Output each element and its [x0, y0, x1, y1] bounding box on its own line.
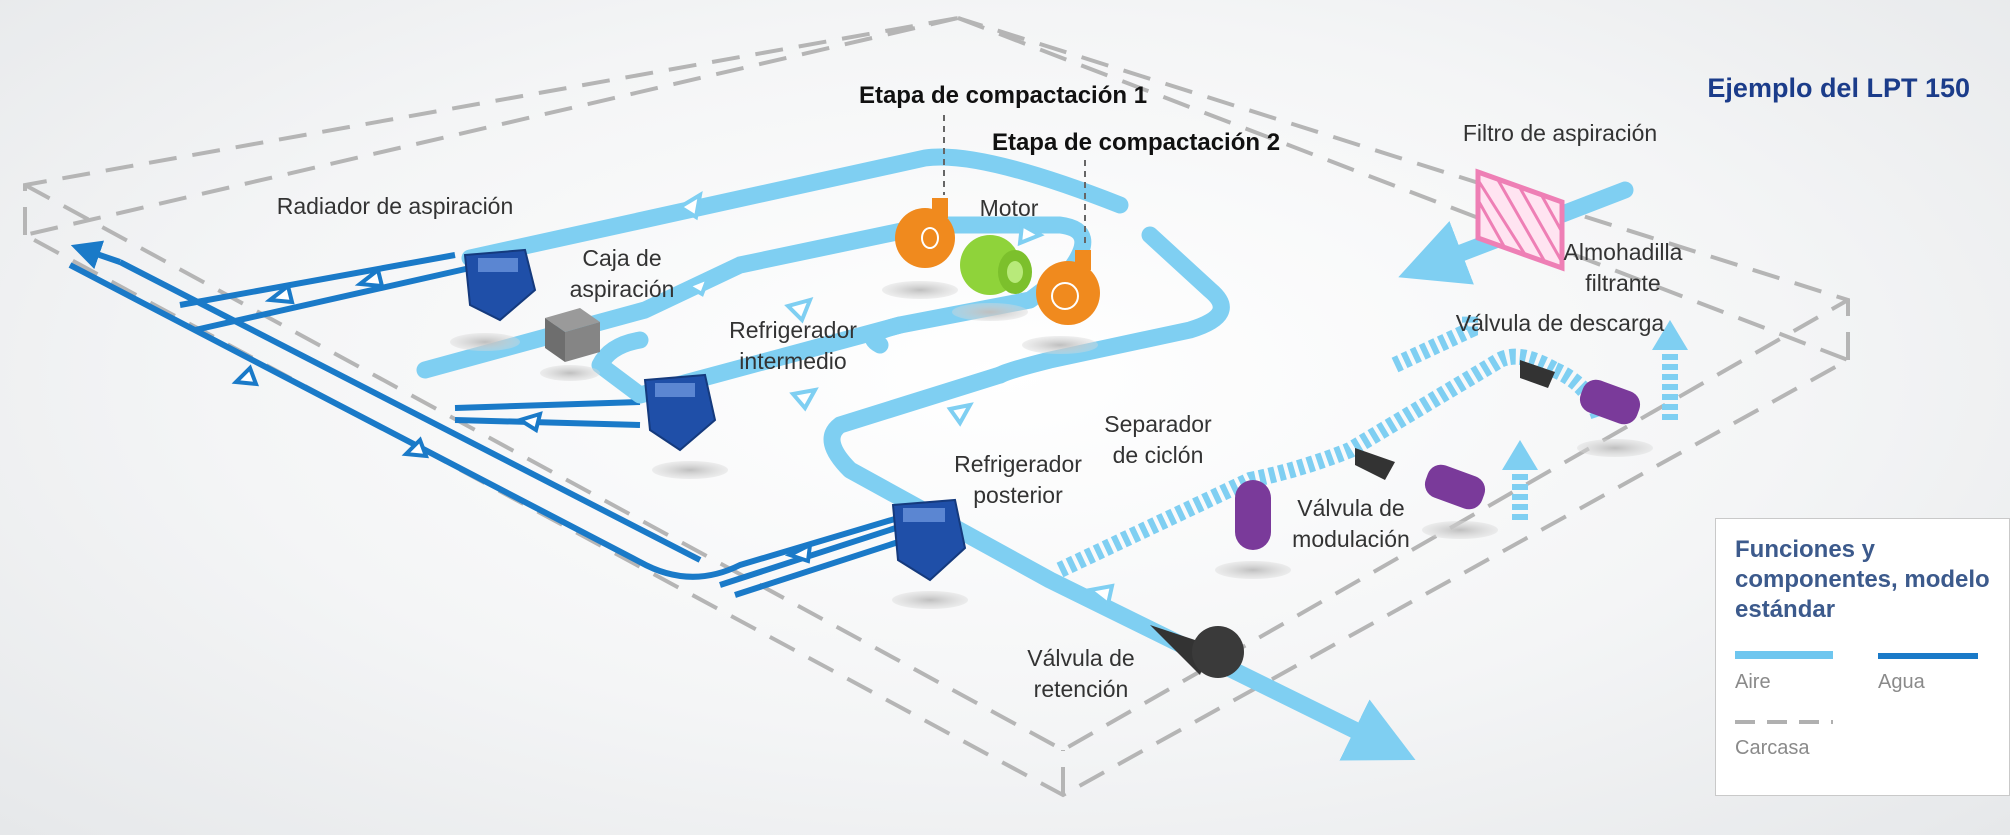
- air-flow-arrows: [676, 191, 1115, 608]
- stage-2-label: Etapa de compactación 2: [991, 129, 1281, 156]
- aftercooler: [891, 498, 967, 582]
- component-shadows: [450, 281, 1653, 609]
- discharge-valve: [1520, 360, 1641, 425]
- motor-label: Motor: [979, 195, 1039, 221]
- compressor-stage-1: [895, 198, 955, 268]
- suction-filter-label: Filtro de aspiración: [1462, 120, 1658, 146]
- legend-swatch-air: [1735, 651, 1833, 659]
- legend-label-housing: Carcasa: [1735, 737, 1810, 759]
- suction-radiator-label: Radiador de aspiración: [276, 193, 514, 219]
- discharge-valve-label: Válvula de descarga: [1455, 310, 1665, 336]
- intercooler: [643, 373, 717, 452]
- legend-swatch-water: [1878, 653, 1978, 659]
- suction-filter: [1475, 168, 1565, 272]
- cyclone-separator: [1235, 480, 1271, 550]
- discharge-arrows: [1502, 320, 1688, 470]
- example-title: Ejemplo del LPT 150: [1707, 73, 1970, 103]
- compressor-stage-2: [1036, 250, 1100, 325]
- leader-lines: [943, 115, 1086, 248]
- check-valve: [1150, 625, 1244, 678]
- legend-label-water: Agua: [1878, 671, 1925, 693]
- suction-radiator: [463, 248, 537, 322]
- legend-swatch-housing: [1735, 720, 1833, 724]
- suction-box: [545, 308, 600, 362]
- water-flow-arrows: [231, 266, 813, 564]
- motor: [960, 235, 1032, 295]
- water-circuit: [68, 240, 926, 598]
- modulation-valve: [1355, 448, 1486, 510]
- legend-label-air: Aire: [1735, 671, 1771, 693]
- legend-title: Funciones y componentes, modelo estándar: [1735, 536, 1990, 623]
- legend: Funciones y componentes, modelo estándar…: [1715, 518, 2010, 796]
- stage-1-label: Etapa de compactación 1: [858, 82, 1148, 109]
